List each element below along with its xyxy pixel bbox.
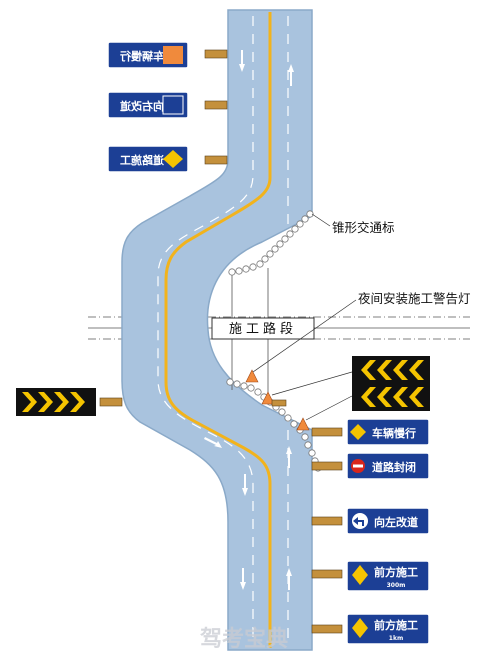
annotation-leaders — [252, 213, 357, 421]
svg-text:1km: 1km — [389, 635, 403, 642]
cone-annotation: 锥形交通标 — [332, 220, 395, 235]
arrow-down-icon — [239, 50, 245, 72]
worker-icon — [352, 618, 368, 638]
sign-posts-right — [271, 399, 343, 634]
lane-arrows — [204, 50, 294, 590]
svg-text:道路施工: 道路施工 — [120, 153, 164, 167]
sign-left-slow: 车辆慢行 — [107, 41, 189, 69]
night-light-annotation: 夜间安装施工警告灯 — [358, 291, 471, 306]
svg-text:向左改道: 向左改道 — [374, 515, 418, 529]
sign-ahead-300m: 前方施工 300m — [346, 560, 430, 592]
worker-icon — [352, 565, 368, 585]
watermark: 驾考宝典 — [200, 626, 288, 652]
sign-detour-left: 向左改道 — [346, 507, 430, 535]
arrow-up-icon — [286, 568, 292, 590]
svg-text:向右改道: 向右改道 — [120, 99, 164, 113]
warning-lights — [245, 369, 310, 431]
detour-right-icon — [162, 95, 184, 115]
arrow-down-icon — [240, 568, 246, 590]
work-zone-text: 施工路段 — [229, 321, 297, 337]
arrow-up-icon — [288, 64, 294, 86]
sign-ahead-1km: 前方施工 1km — [346, 613, 430, 645]
svg-text:前方施工: 前方施工 — [374, 565, 418, 579]
work-zone-label: 施工路段 — [211, 317, 315, 340]
worker-icon — [163, 150, 183, 168]
slow-icon — [163, 46, 183, 64]
warning-light-icon — [296, 417, 310, 431]
sign-left-works: 道路施工 — [107, 145, 189, 173]
sign-slow: 车辆慢行 — [346, 418, 430, 446]
cone-row — [226, 210, 322, 472]
chevron-sign-right-1 — [352, 356, 430, 384]
sign-posts-left — [99, 49, 228, 407]
sign-road-closed: 道路封闭 — [346, 452, 430, 480]
warning-light-icon — [245, 369, 259, 383]
arrow-down-icon — [242, 474, 248, 496]
chevron-sign-right-2 — [352, 383, 430, 411]
warning-light-icon — [261, 391, 275, 405]
svg-text:车辆慢行: 车辆慢行 — [372, 426, 416, 440]
slow-icon — [350, 424, 366, 440]
svg-text:车辆慢行: 车辆慢行 — [120, 49, 164, 63]
arrow-up-icon — [286, 446, 292, 468]
sign-left-detour: 向右改道 — [107, 91, 189, 119]
svg-text:300m: 300m — [387, 582, 406, 589]
arrow-diag-icon — [204, 437, 222, 448]
chevron-sign-left — [16, 388, 96, 416]
road-surface — [121, 9, 313, 651]
svg-text:道路封闭: 道路封闭 — [372, 460, 416, 474]
center-line — [164, 12, 272, 648]
svg-text:前方施工: 前方施工 — [374, 618, 418, 632]
